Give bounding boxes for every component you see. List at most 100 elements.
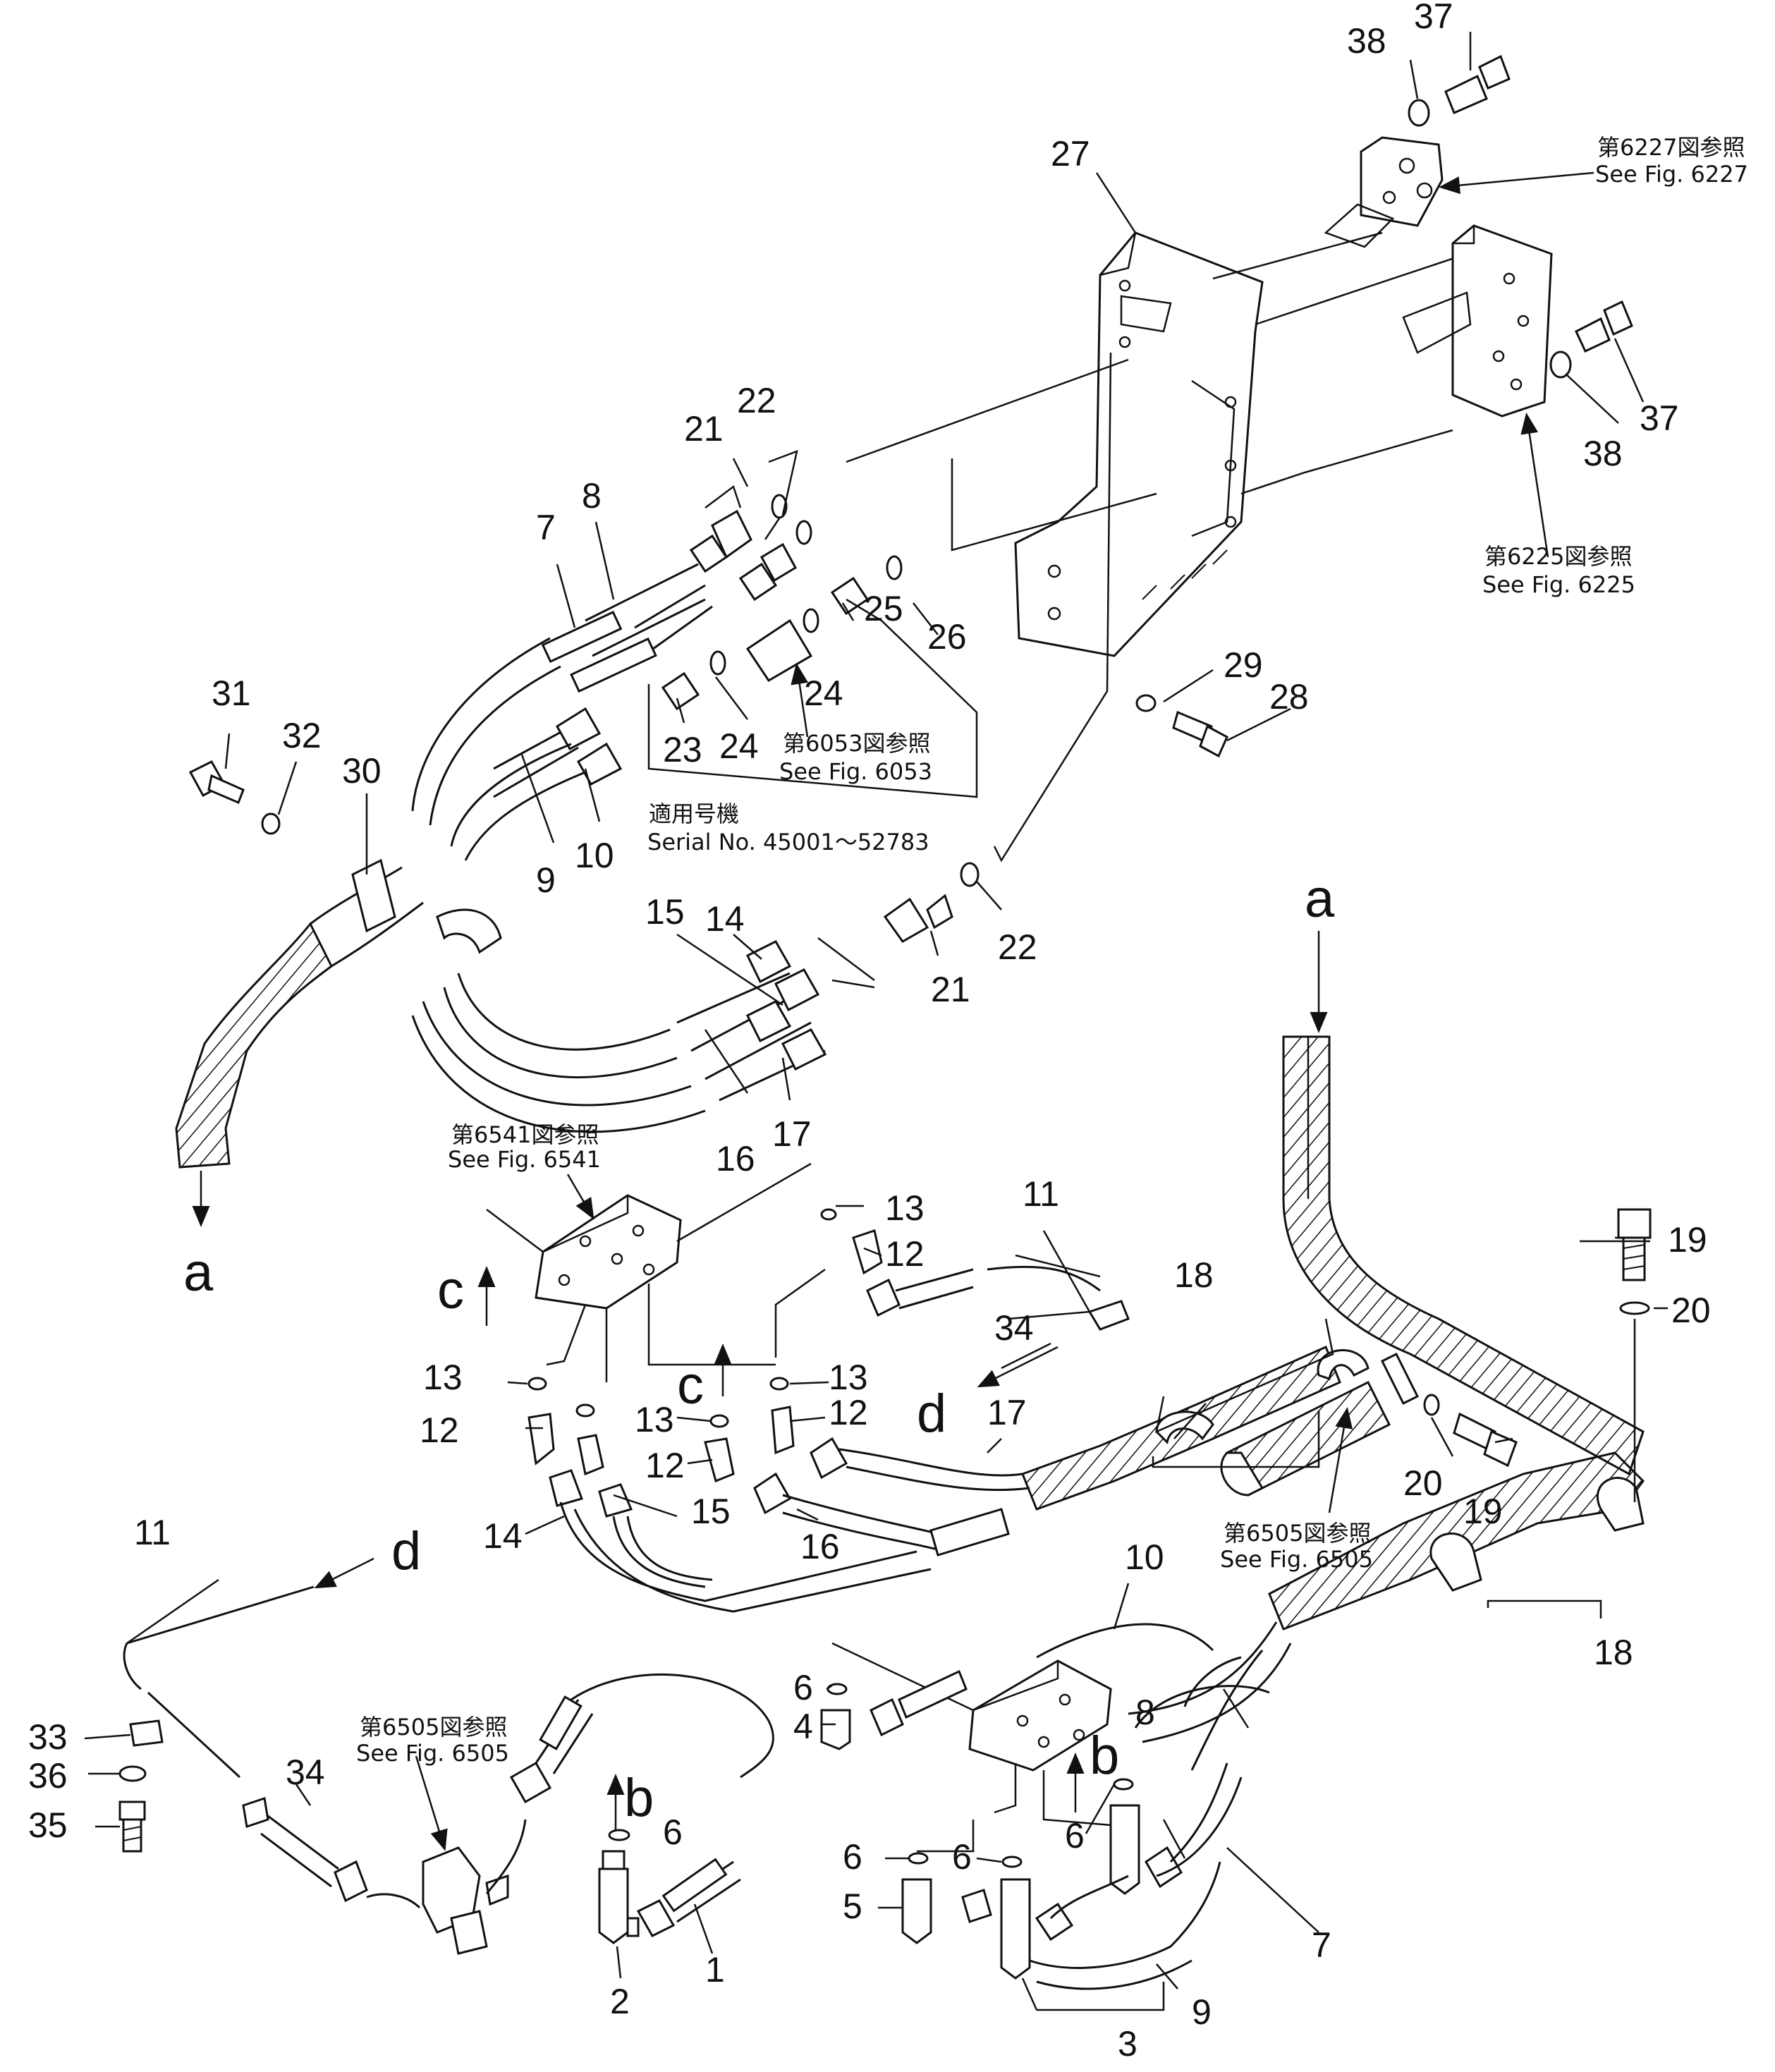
callout-14: 14 bbox=[483, 1516, 523, 1556]
callout-6: 6 bbox=[843, 1837, 862, 1877]
callout-17: 17 bbox=[772, 1114, 812, 1154]
middle-hoses bbox=[549, 1437, 1030, 1613]
callout-37: 37 bbox=[1414, 0, 1453, 36]
callout-6: 6 bbox=[663, 1812, 683, 1852]
serial-note-jp: 適用号機 bbox=[649, 800, 739, 827]
callout-7: 7 bbox=[536, 508, 556, 547]
ref-6227-en: See Fig. 6227 bbox=[1595, 161, 1748, 188]
ref-6541-en: See Fig. 6541 bbox=[448, 1146, 601, 1173]
middle-assembly bbox=[486, 1035, 1652, 1771]
ref-6505-mid-jp: 第6505図参照 bbox=[1224, 1520, 1371, 1547]
callout-20: 20 bbox=[1403, 1463, 1443, 1503]
callout-7: 7 bbox=[1312, 1925, 1331, 1965]
callout-16: 16 bbox=[716, 1139, 755, 1178]
callout-6: 6 bbox=[952, 1837, 972, 1877]
connection-letter-labels: a a c c d d b b bbox=[183, 869, 1335, 1828]
callout-17: 17 bbox=[987, 1393, 1027, 1432]
connection-arrows bbox=[192, 171, 1594, 1851]
ref-6053-jp: 第6053図参照 bbox=[783, 730, 930, 757]
callout-15: 15 bbox=[691, 1492, 731, 1531]
callout-23: 23 bbox=[663, 730, 702, 769]
callout-38: 38 bbox=[1347, 21, 1386, 61]
callout-37: 37 bbox=[1640, 398, 1679, 438]
callout-27: 27 bbox=[1051, 134, 1090, 173]
callout-34: 34 bbox=[286, 1753, 325, 1792]
valve-block-6227 bbox=[1324, 136, 1444, 248]
valve-block-6225 bbox=[1402, 224, 1553, 418]
clamp-33 bbox=[118, 1719, 164, 1853]
upper-fittings bbox=[647, 450, 980, 943]
callout-38: 38 bbox=[1583, 434, 1623, 473]
reference-notes: 第6227図参照 See Fig. 6227 第6225図参照 See Fig.… bbox=[356, 134, 1748, 1767]
callout-21: 21 bbox=[684, 409, 724, 449]
callout-11: 11 bbox=[1023, 1174, 1059, 1214]
callout-13: 13 bbox=[635, 1400, 674, 1439]
ref-6053-en: See Fig. 6053 bbox=[779, 758, 932, 785]
lower-assembly bbox=[118, 1585, 1270, 1990]
letter-d-lower: d bbox=[391, 1521, 421, 1581]
callout-21: 21 bbox=[931, 970, 970, 1009]
serial-note-en: Serial No. 45001～52783 bbox=[647, 829, 929, 855]
leader-lines bbox=[84, 32, 1668, 2011]
letter-a-left: a bbox=[183, 1243, 214, 1303]
bolt-37-right bbox=[1549, 300, 1633, 379]
bracket-part bbox=[1014, 231, 1264, 657]
valve-6505-lower bbox=[422, 1674, 774, 1955]
ref-6227-jp: 第6227図参照 bbox=[1597, 134, 1745, 161]
callout-13: 13 bbox=[829, 1358, 868, 1397]
letter-b-lower: b bbox=[624, 1768, 654, 1828]
callout-9: 9 bbox=[1192, 1992, 1212, 2032]
callout-31: 31 bbox=[212, 674, 251, 713]
callout-18: 18 bbox=[1174, 1255, 1214, 1295]
letter-c-left: c bbox=[437, 1260, 464, 1320]
callout-3: 3 bbox=[1118, 2024, 1137, 2064]
callout-33: 33 bbox=[28, 1717, 68, 1757]
callout-9: 9 bbox=[536, 860, 556, 900]
callout-1: 1 bbox=[705, 1950, 725, 1989]
callout-22: 22 bbox=[737, 381, 776, 420]
callout-32: 32 bbox=[282, 716, 322, 755]
ref-6505-mid-en: See Fig. 6505 bbox=[1220, 1546, 1373, 1573]
part-1-hose bbox=[636, 1858, 741, 1937]
callout-12: 12 bbox=[885, 1234, 925, 1274]
callout-28: 28 bbox=[1269, 677, 1309, 717]
bolt-31 bbox=[188, 760, 281, 835]
callout-29: 29 bbox=[1224, 645, 1263, 685]
callout-16: 16 bbox=[800, 1527, 840, 1566]
callout-8: 8 bbox=[1135, 1693, 1155, 1732]
letter-d-mid: d bbox=[917, 1384, 946, 1444]
callout-5: 5 bbox=[843, 1887, 862, 1926]
callout-19: 19 bbox=[1463, 1492, 1503, 1531]
callout-20: 20 bbox=[1671, 1291, 1711, 1330]
callout-10: 10 bbox=[575, 836, 614, 875]
middle-fittings bbox=[527, 1208, 883, 1483]
ref-6505-lower-en: See Fig. 6505 bbox=[356, 1740, 509, 1767]
callout-36: 36 bbox=[28, 1756, 68, 1796]
callout-13: 13 bbox=[423, 1358, 463, 1397]
hose-34-lower bbox=[242, 1797, 421, 1909]
callout-2: 2 bbox=[610, 1982, 630, 2021]
letter-b-right: b bbox=[1090, 1726, 1119, 1786]
callout-6: 6 bbox=[1065, 1816, 1085, 1855]
callout-24: 24 bbox=[719, 726, 759, 766]
letter-a-right: a bbox=[1305, 869, 1335, 929]
callout-34: 34 bbox=[994, 1308, 1034, 1348]
callout-11: 11 bbox=[134, 1513, 171, 1552]
callout-10: 10 bbox=[1125, 1537, 1164, 1577]
callout-13: 13 bbox=[885, 1188, 925, 1228]
callout-26: 26 bbox=[927, 617, 967, 657]
upper-hoses bbox=[175, 563, 875, 1169]
callout-labels: 37 38 27 37 38 29 28 22 21 8 7 26 25 24 … bbox=[28, 0, 1711, 2064]
ref-6541-jp: 第6541図参照 bbox=[451, 1121, 599, 1148]
callout-30: 30 bbox=[342, 751, 382, 791]
callout-25: 25 bbox=[864, 589, 903, 628]
upper-assembly bbox=[175, 54, 1633, 1169]
callout-12: 12 bbox=[645, 1446, 685, 1485]
callout-12: 12 bbox=[829, 1393, 868, 1432]
ref-6225-en: See Fig. 6225 bbox=[1482, 571, 1635, 598]
callout-15: 15 bbox=[645, 892, 685, 932]
ref-6225-jp: 第6225図参照 bbox=[1484, 543, 1632, 570]
callout-8: 8 bbox=[582, 476, 602, 516]
callout-12: 12 bbox=[420, 1410, 459, 1450]
